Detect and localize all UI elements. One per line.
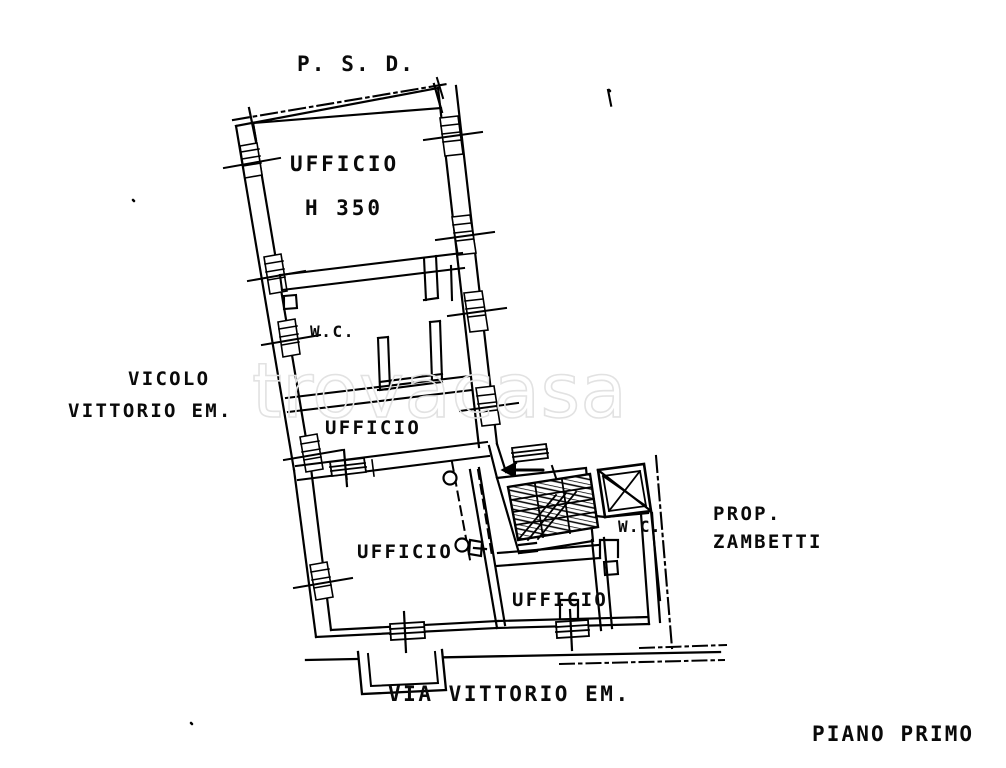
label-wc-nord: W.C. [310, 322, 355, 341]
north-property-line [231, 82, 449, 122]
door-leaf-symbol [467, 538, 488, 558]
window-east-2 [434, 214, 496, 256]
partition-jog-2 [449, 264, 454, 302]
south-balcony [356, 648, 448, 696]
door-central-left [328, 448, 368, 488]
stair-direction-mark [550, 464, 558, 480]
window-east-3 [446, 290, 508, 333]
label-south-boundary: VIA VITTORIO EM. [388, 682, 631, 706]
label-floor: PIANO PRIMO [812, 722, 975, 746]
door-south-2 [555, 608, 590, 652]
label-ufficio-nord: UFFICIO [290, 152, 400, 176]
partition-jog-1 [422, 254, 440, 302]
label-ufficio-centrale: UFFICIO [325, 417, 422, 439]
wc-partition-right [428, 319, 444, 382]
partition-north-wc [278, 251, 466, 292]
se-wall-jog-2 [598, 538, 620, 560]
landing-connector-wall [487, 442, 508, 480]
label-ufficio-sud-ovest: UFFICIO [357, 541, 454, 563]
door-landing [510, 443, 550, 463]
north-property-tick [435, 76, 445, 100]
label-height-note: H 350 [305, 196, 383, 220]
door-south-1 [389, 610, 426, 654]
window-east-1 [422, 115, 484, 157]
window-west-1 [222, 142, 282, 179]
se-ufficio-outline [495, 543, 651, 630]
registration-dots [131, 88, 612, 726]
se-wall-jog-1 [558, 598, 580, 621]
column-circle-1 [442, 470, 458, 486]
label-wc-est: W.C. [618, 517, 662, 536]
label-east-boundary-2: ZAMBETTI [713, 531, 823, 553]
street-edge-dashdot [558, 643, 728, 666]
wc-east-recess [602, 559, 620, 577]
label-west-boundary-1: VICOLO [128, 368, 211, 390]
label-west-boundary-2: VITTORIO EM. [68, 400, 233, 422]
label-east-boundary-1: PROP. [713, 503, 782, 525]
wc-east-walls [590, 511, 662, 632]
window-west-5 [292, 561, 354, 601]
label-north-boundary: P. S. D. [297, 52, 415, 76]
east-property-line-upper [606, 88, 614, 112]
column-circle-2 [454, 537, 470, 553]
east-property-line [654, 454, 674, 650]
landing-stub [517, 541, 539, 555]
staircase [506, 472, 600, 542]
west-exterior-wall-lower [292, 466, 333, 639]
entrance-arrow [500, 461, 545, 479]
window-west-3 [260, 318, 322, 358]
window-east-4 [458, 385, 520, 427]
label-ufficio-sud-est: UFFICIO [512, 589, 609, 611]
wc-recess-wall [282, 293, 299, 311]
corridor-dashed-wall-2 [476, 468, 494, 558]
partition-wc-ufficio [284, 374, 474, 414]
partition-ufficio-south [294, 440, 491, 482]
